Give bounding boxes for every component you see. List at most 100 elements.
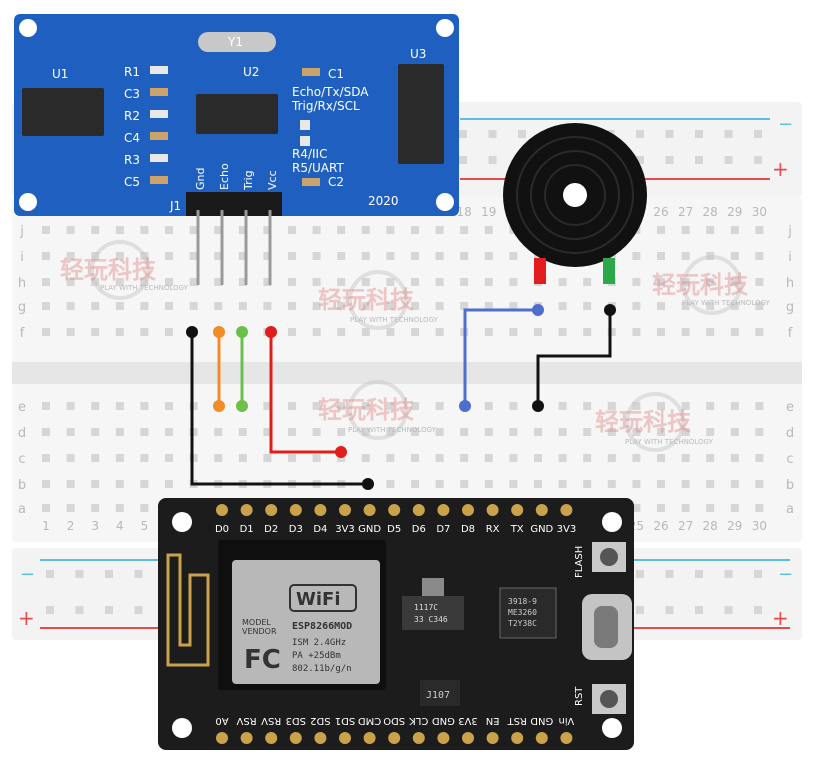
row-label: b — [786, 478, 794, 493]
pin-label: GND — [530, 524, 553, 535]
breadboard-hole — [386, 454, 395, 462]
breadboard-hole — [632, 428, 641, 436]
breadboard-hole — [42, 480, 50, 488]
buzzer-ring — [516, 136, 634, 254]
module-text-ism: ISM 2.4GHz — [292, 638, 346, 648]
breadboard-hole — [509, 454, 518, 462]
pin-label: CLK — [409, 715, 429, 726]
rail-hole — [636, 606, 644, 614]
breadboard-hole — [91, 302, 100, 310]
breadboard-hole — [411, 480, 419, 488]
flash-button[interactable] — [600, 548, 618, 566]
watermark-subtext: PLAY WITH TECHNOLOGY — [350, 316, 439, 324]
column-number: 29 — [727, 519, 742, 533]
breadboard-hole — [288, 278, 296, 286]
breadboard-hole — [681, 504, 690, 512]
breadboard-hole — [681, 454, 690, 462]
pin-label: D6 — [412, 524, 426, 535]
breadboard-hole — [66, 504, 75, 512]
column-number: 26 — [653, 519, 668, 533]
row-label: a — [786, 502, 794, 517]
rail-hole — [636, 130, 644, 138]
breadboard-hole — [411, 428, 419, 436]
breadboard-hole — [115, 278, 124, 286]
breadboard-hole — [288, 454, 296, 462]
mount-hole — [19, 19, 37, 37]
breadboard-hole — [607, 428, 616, 436]
breadboard-hole — [263, 454, 272, 462]
pin-pad — [363, 732, 376, 744]
breadboard-hole — [337, 252, 346, 260]
buzzer-lead-negative — [603, 258, 615, 284]
breadboard-hole — [165, 302, 173, 310]
watermark-3: 轻玩科技 PLAY WITH TECHNOLOGY — [318, 380, 437, 440]
breadboard-hole — [42, 428, 50, 436]
row-label: g — [786, 300, 794, 315]
breadboard-hole — [509, 328, 518, 336]
rail-hole — [695, 570, 703, 578]
breadboard-hole — [411, 302, 419, 310]
pin-pad — [265, 504, 278, 516]
voltage-regulator — [402, 596, 464, 630]
pin-header-j1 — [186, 192, 282, 216]
bottom-rail-plus-label-right: + — [772, 606, 789, 630]
rail-hole — [459, 156, 467, 164]
pin-label: RSV — [236, 715, 256, 726]
breadboard-hole — [140, 328, 149, 336]
pin-pad — [388, 504, 401, 516]
breadboard-hole — [140, 504, 149, 512]
wire-end-black — [604, 304, 616, 316]
watermark-text: 轻玩科技 — [60, 256, 157, 284]
breadboard-hole — [681, 328, 690, 336]
column-number: 4 — [116, 519, 124, 533]
breadboard-hole — [386, 226, 395, 234]
breadboard-hole — [632, 454, 641, 462]
wire-end-black — [532, 400, 544, 412]
chip-u1 — [22, 88, 104, 136]
pin-label: CMD — [358, 715, 382, 726]
breadboard-hole — [435, 252, 444, 260]
row-label: i — [20, 250, 24, 265]
breadboard-hole — [534, 480, 542, 488]
breadboard-hole — [337, 226, 346, 234]
pin-pad — [216, 732, 228, 744]
breadboard-hole — [312, 302, 321, 310]
row-label: d — [18, 426, 26, 441]
breadboard-hole — [730, 480, 739, 488]
breadboard-hole — [91, 402, 100, 410]
watermark-ring — [90, 240, 150, 300]
row-label: f — [20, 326, 25, 341]
top-rail-minus-label: − — [778, 114, 793, 135]
breadboard-hole — [189, 226, 198, 234]
rail-hole — [724, 156, 733, 164]
breadboard-hole — [42, 454, 50, 462]
breadboard-hole — [558, 428, 567, 436]
breadboard-hole — [755, 278, 764, 286]
breadboard-hole — [509, 278, 518, 286]
rail-hole — [754, 156, 762, 164]
rail-hole — [636, 570, 644, 578]
breadboard-hole — [435, 480, 444, 488]
breadboard-hole — [657, 328, 665, 336]
breadboard-hole — [657, 428, 665, 436]
pin-label: GND — [432, 715, 455, 726]
breadboard-hole — [583, 480, 592, 488]
row-label: j — [19, 224, 24, 239]
jumper-pad — [300, 136, 310, 146]
pin-label: D0 — [215, 524, 229, 535]
breadboard-hole — [42, 402, 50, 410]
breadboard-hole — [386, 428, 395, 436]
breadboard-hole — [607, 454, 616, 462]
breadboard-hole — [238, 278, 247, 286]
breadboard-hole — [263, 252, 272, 260]
breadboard-hole — [214, 278, 223, 286]
bottom-rail-minus-label-right: − — [778, 564, 793, 585]
breadboard-hole — [66, 328, 75, 336]
watermark-text: 轻玩科技 — [652, 271, 749, 299]
pin-pad — [339, 732, 351, 744]
reset-button[interactable] — [600, 690, 618, 708]
breadboard-hole — [730, 302, 739, 310]
column-number: 28 — [703, 205, 718, 219]
watermark-4: 轻玩科技 PLAY WITH TECHNOLOGY — [652, 255, 771, 315]
